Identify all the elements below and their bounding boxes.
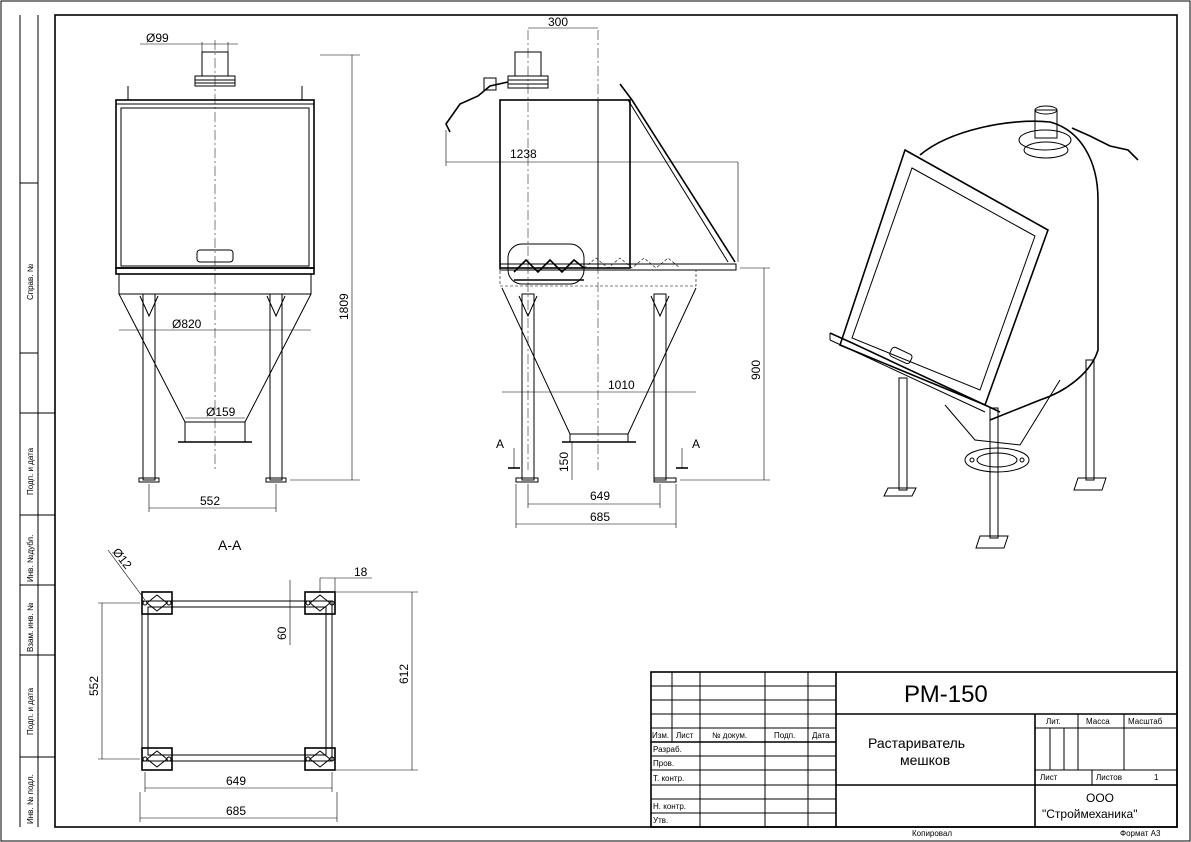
tb-col-izm: Изм.: [652, 731, 669, 740]
tb-company-line2: "Строймеханика": [1042, 807, 1137, 821]
isometric-view: [829, 105, 1139, 549]
dim-w1010: 1010: [608, 378, 635, 392]
left-sidebar-stamp: Справ. № Подп. и дата Инв. №дубл. Взам. …: [19, 15, 55, 827]
plate-bottom-right: [304, 747, 336, 771]
dim-h1809: 1809: [337, 293, 351, 320]
tb-name-line2: мешков: [900, 752, 950, 768]
tb-razrab: Разраб.: [653, 745, 682, 754]
tb-listov: Листов: [1096, 773, 1122, 782]
plate-top-right: [304, 591, 336, 615]
tb-lit: Лит.: [1046, 717, 1061, 726]
dim-h612: 612: [397, 664, 411, 684]
iso-lever: [1071, 127, 1139, 161]
tb-name-line1: Растариватель: [868, 735, 965, 751]
dim-h150: 150: [557, 452, 571, 472]
tb-company-line1: ООО: [1086, 791, 1114, 805]
side-view: А А 300 1238 1010 900 150 649 685: [445, 15, 770, 528]
front-view: Ø99 Ø820 Ø159 1809 552: [115, 31, 360, 512]
drawing-frame: [54, 14, 1178, 828]
tb-col-data: Дата: [812, 731, 830, 740]
dim-w1238: 1238: [510, 147, 537, 161]
front-leg-left: [142, 293, 156, 481]
dim-w18: 18: [354, 565, 368, 579]
tb-prov: Пров.: [653, 759, 674, 768]
tb-masshtab: Масштаб: [1128, 717, 1163, 726]
title-block: РМ-150 Растариватель мешков ООО "Стройме…: [650, 671, 1178, 838]
sidebar-sprav: Справ. №: [26, 263, 35, 300]
tb-massa: Масса: [1086, 717, 1110, 726]
section-aa-view: А-А Ø12 18 60: [87, 537, 418, 822]
front-leg-right: [269, 293, 283, 481]
iso-lid: [839, 148, 1049, 407]
sidebar-podl: Инв. № подл.: [26, 774, 35, 824]
dim-w552: 552: [200, 494, 220, 508]
tb-listov-value: 1: [1154, 773, 1159, 782]
side-lid: [619, 83, 736, 263]
tb-utv: Утв.: [653, 816, 668, 825]
dim-h552: 552: [87, 676, 101, 696]
dim-h900: 900: [749, 360, 763, 380]
tb-designation: РМ-150: [904, 681, 988, 708]
dim-w685-side: 685: [590, 510, 610, 524]
dim-d12: Ø12: [110, 545, 135, 572]
sidebar-podp2: Подп. и дата: [26, 687, 35, 735]
section-marker-right: А: [692, 437, 700, 451]
dim-w685-section: 685: [226, 804, 246, 818]
section-title: А-А: [218, 537, 242, 553]
dim-w649-section: 649: [226, 774, 246, 788]
dim-w649-side: 649: [590, 489, 610, 503]
plate-bottom-left: [141, 747, 173, 771]
dim-d99: Ø99: [146, 31, 169, 45]
tb-nkontr: Н. контр.: [653, 802, 686, 811]
dim-w300: 300: [548, 15, 568, 29]
sidebar-vzam: Взам. инв. №: [26, 602, 35, 652]
dim-h60: 60: [275, 626, 289, 640]
plate-top-left: [141, 591, 173, 615]
tb-col-ndoc: № докум.: [712, 731, 747, 740]
tb-kopiroval: Копировал: [912, 829, 952, 838]
front-handle: [196, 249, 234, 263]
tb-list: Лист: [1040, 773, 1058, 782]
tb-tkontr: Т. контр.: [653, 774, 684, 783]
sidebar-podp1: Подп. и дата: [26, 447, 35, 495]
side-lever: [445, 81, 509, 133]
side-body: [499, 99, 631, 269]
section-marker-left: А: [496, 437, 504, 451]
section-frame: [141, 600, 333, 762]
tb-col-list: Лист: [676, 731, 694, 740]
dim-d159: Ø159: [206, 405, 236, 419]
tb-format: Формат А3: [1120, 829, 1161, 838]
sidebar-dubl: Инв. №дубл.: [26, 535, 35, 582]
tb-col-podp: Подп.: [774, 731, 795, 740]
dim-d820: Ø820: [172, 317, 202, 331]
